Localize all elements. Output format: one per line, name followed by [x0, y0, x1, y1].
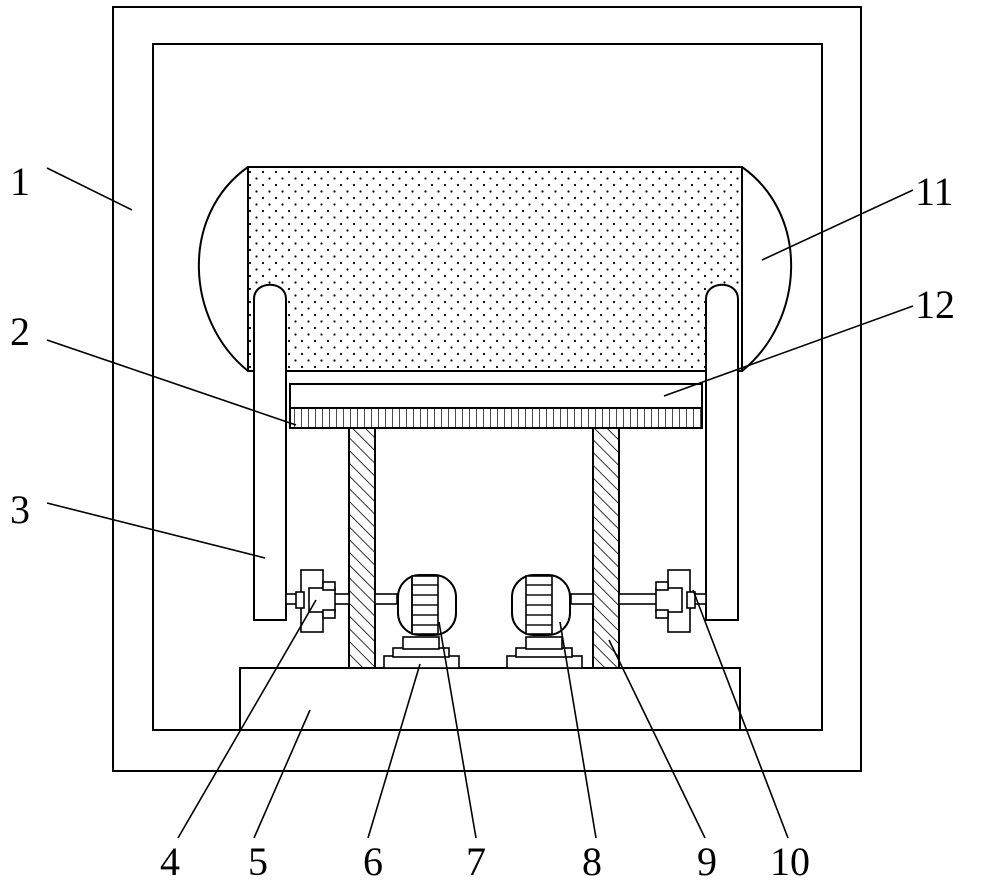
leader-9 — [608, 639, 706, 839]
right-coupling — [655, 569, 696, 633]
support-plate — [289, 383, 703, 409]
label-6: 6 — [363, 839, 383, 884]
label-10: 10 — [770, 839, 810, 884]
left-side-arm — [253, 283, 287, 621]
side-arms — [253, 283, 739, 621]
label-2: 2 — [10, 309, 30, 354]
leader-11 — [761, 189, 914, 261]
leader-lines — [46, 167, 914, 839]
drum-right-cap — [741, 166, 793, 372]
leader-6 — [367, 663, 421, 839]
leader-4 — [177, 599, 317, 839]
label-9: 9 — [697, 839, 717, 884]
drum — [197, 166, 793, 372]
leader-3 — [46, 502, 266, 559]
base-block — [239, 667, 741, 731]
drum-left-cap — [197, 166, 249, 372]
label-7: 7 — [466, 839, 486, 884]
drum-body — [247, 166, 743, 372]
label-1: 1 — [10, 159, 30, 204]
leader-10 — [692, 589, 789, 839]
right-motor — [506, 574, 583, 669]
label-3: 3 — [10, 487, 30, 532]
right-column — [592, 427, 620, 669]
leader-7 — [438, 621, 477, 839]
left-column — [348, 427, 376, 669]
right-side-arm — [705, 283, 739, 621]
label-11: 11 — [915, 169, 954, 214]
left-motor — [383, 574, 460, 669]
leader-1 — [46, 167, 133, 211]
label-4: 4 — [160, 839, 180, 884]
leader-8 — [559, 621, 597, 839]
part-labels: 1 2 3 4 5 6 7 8 9 10 11 12 — [10, 159, 955, 884]
leader-5 — [253, 709, 311, 839]
rack-strip — [289, 407, 703, 429]
leader-2 — [46, 339, 297, 426]
label-5: 5 — [248, 839, 268, 884]
label-12: 12 — [915, 282, 955, 327]
label-8: 8 — [582, 839, 602, 884]
leader-12 — [663, 305, 914, 397]
